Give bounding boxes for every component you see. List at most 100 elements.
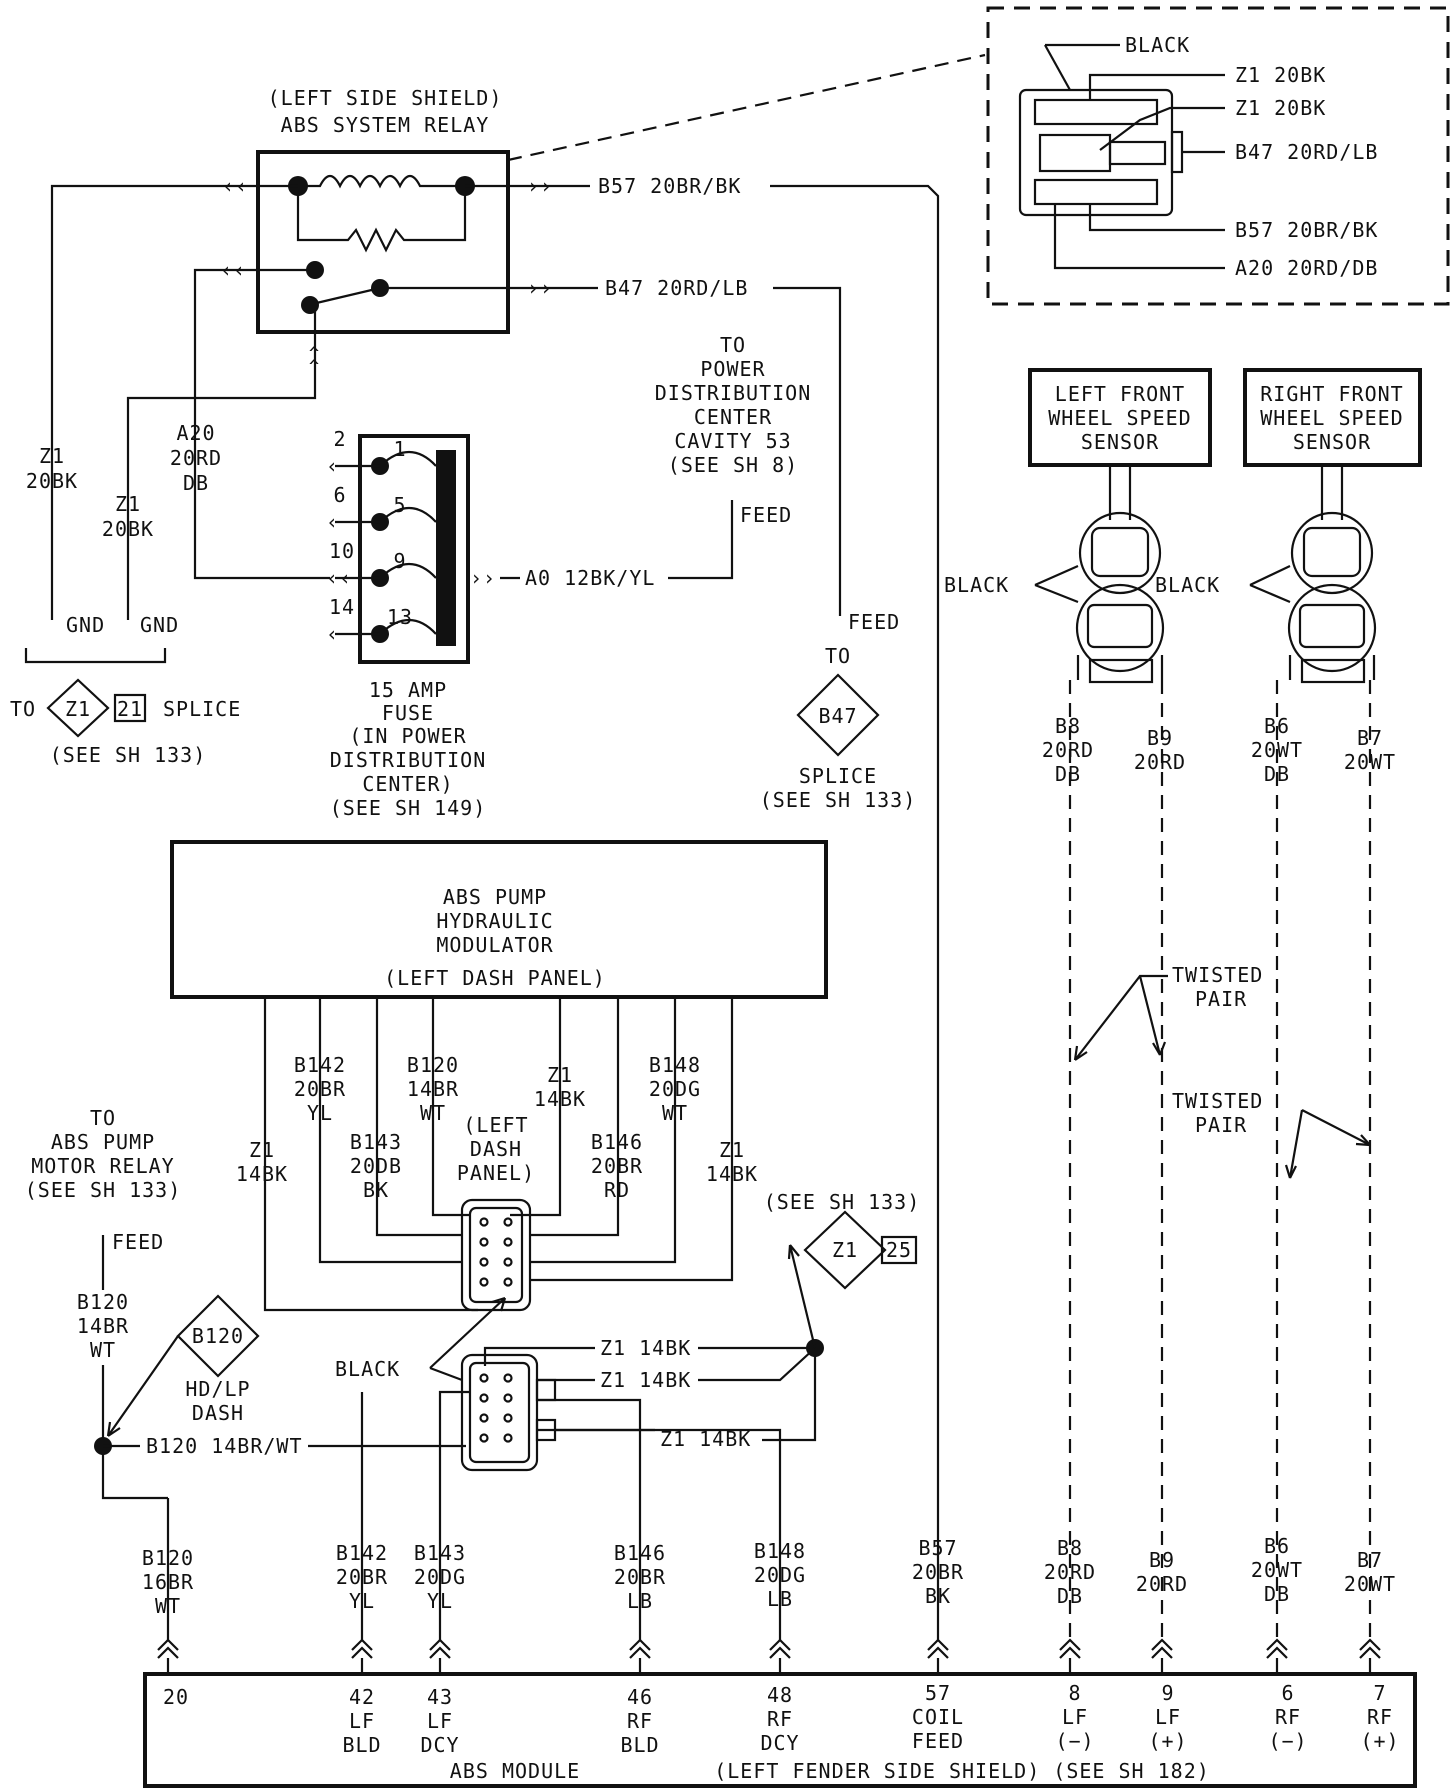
lf-sensor-line3: SENSOR xyxy=(1081,430,1159,454)
lower-b120-1: B120 xyxy=(77,1290,129,1314)
mod-b120-2: 14BR xyxy=(407,1077,459,1101)
fuse-caption-1: 15 AMP xyxy=(369,678,447,702)
b7-upper-1: B7 xyxy=(1357,726,1383,750)
fuse-pin-13: 13 xyxy=(387,605,413,629)
mod-b148-1: B148 xyxy=(649,1053,701,1077)
splice-b120-diamond xyxy=(176,1294,260,1378)
fuse-caption-4: DISTRIBUTION xyxy=(330,748,487,772)
hdlp-2: DASH xyxy=(192,1401,244,1425)
mw-b6-1: B6 xyxy=(1264,1534,1290,1558)
mw-b57-3: BK xyxy=(925,1584,951,1608)
mw-b146-2: 20BR xyxy=(614,1565,666,1589)
splice-z1-25-id: Z1 xyxy=(832,1238,858,1262)
connector-detail-box xyxy=(986,6,1450,306)
twisted-pair-2-line2: PAIR xyxy=(1195,1113,1247,1137)
lower-b120-horizontal: B120 14BR/WT xyxy=(146,1434,303,1458)
b47-to-label: TO xyxy=(825,644,851,668)
mw-b7-2: 20WT xyxy=(1344,1572,1396,1596)
pin-57: 57 xyxy=(925,1681,951,1705)
mod-b148-3: WT xyxy=(662,1101,688,1125)
detail-z1-b: Z1 20BK xyxy=(1235,96,1326,120)
pin-57-2: COIL xyxy=(912,1705,964,1729)
wire-a20-2: 20RD xyxy=(170,446,222,470)
mw-b6-3: DB xyxy=(1264,1582,1290,1606)
mw-b146-3: LB xyxy=(627,1589,653,1613)
mod-b142-3: YL xyxy=(307,1101,333,1125)
pin-20: 20 xyxy=(163,1685,189,1709)
pin-57-3: FEED xyxy=(912,1729,964,1753)
pin-43: 43 xyxy=(427,1685,453,1709)
mod-z1-mid-1: Z1 xyxy=(547,1063,573,1087)
mod-z1-right-2: 14BK xyxy=(706,1162,758,1186)
pdc-ref-3: DISTRIBUTION xyxy=(655,381,812,405)
svg-text:‹: ‹ xyxy=(326,454,339,478)
mod-b142-2: 20BR xyxy=(294,1077,346,1101)
pin-6-3: (−) xyxy=(1268,1729,1307,1753)
lower-b120-2: 14BR xyxy=(77,1314,129,1338)
splice-b47-diamond xyxy=(796,673,880,757)
mod-b120-3: WT xyxy=(420,1101,446,1125)
module-terminal-marks xyxy=(157,1638,1381,1674)
pin-9-3: (+) xyxy=(1148,1729,1187,1753)
mod-left-dash-2: DASH xyxy=(470,1137,522,1161)
b47-feed-label: FEED xyxy=(848,610,900,634)
fuse-pin-14: 14 xyxy=(329,595,355,619)
pump-relay-ref-3: MOTOR RELAY xyxy=(31,1154,174,1178)
gnd-label-1: GND xyxy=(66,613,105,637)
b7-upper-2: 20WT xyxy=(1344,750,1396,774)
splice-b47-id: B47 xyxy=(818,704,857,728)
rf-sensor-line2: WHEEL SPEED xyxy=(1260,406,1403,430)
lower-z1-2: Z1 14BK xyxy=(600,1368,691,1392)
lower-b120-3: WT xyxy=(90,1338,116,1362)
pin-43-2: LF xyxy=(427,1709,453,1733)
wire-a0: A0 12BK/YL xyxy=(525,566,655,590)
modulator-line4: (LEFT DASH PANEL) xyxy=(384,966,606,990)
twisted-pair-2-line1: TWISTED xyxy=(1172,1089,1263,1113)
mw-b146-1: B146 xyxy=(614,1541,666,1565)
abs-system-relay xyxy=(256,150,510,334)
mw-b148-3: LB xyxy=(767,1587,793,1611)
splice-z1-25-num: 25 xyxy=(886,1238,912,1262)
pin-42: 42 xyxy=(349,1685,375,1709)
relay-switch-icon xyxy=(198,268,540,340)
fuse-caption-2: FUSE xyxy=(382,701,434,725)
detail-black: BLACK xyxy=(1125,33,1190,57)
mw-b120-2: 16BR xyxy=(142,1570,194,1594)
pin-42-3: BLD xyxy=(342,1733,381,1757)
mw-b9-1: B9 xyxy=(1149,1548,1175,1572)
pdc-ref-2: POWER xyxy=(700,357,765,381)
pdc-ref-5: CAVITY 53 xyxy=(674,429,791,453)
modulator-line3: MODULATOR xyxy=(436,933,553,957)
module-name: ABS MODULE xyxy=(450,1759,580,1783)
lower-z1-1: Z1 14BK xyxy=(600,1336,691,1360)
mw-b143-1: B143 xyxy=(414,1541,466,1565)
mw-b8-3: DB xyxy=(1057,1584,1083,1608)
pin-43-3: DCY xyxy=(420,1733,459,1757)
mw-b142-3: YL xyxy=(349,1589,375,1613)
fuse-pin-6: 6 xyxy=(333,483,346,507)
pin-9: 9 xyxy=(1161,1681,1174,1705)
mw-b143-2: 20DG xyxy=(414,1565,466,1589)
b8-upper-1: B8 xyxy=(1055,714,1081,738)
splice-b47-label: SPLICE xyxy=(799,764,877,788)
wire-z1-second-2: 20BK xyxy=(102,517,154,541)
relay-connector-icon xyxy=(1018,88,1184,217)
svg-text:‹: ‹ xyxy=(326,622,339,646)
splice-b47-ref: (SEE SH 133) xyxy=(760,788,917,812)
modulator-connector-icon xyxy=(460,1198,532,1312)
fuse-pin-5: 5 xyxy=(393,493,406,517)
lf-sensor-connector-icon xyxy=(1075,465,1165,684)
mod-z1-right-1: Z1 xyxy=(719,1138,745,1162)
fuse-bus-bar xyxy=(436,450,456,646)
wire-z1-second-1: Z1 xyxy=(115,492,141,516)
mod-z1-left-1: Z1 xyxy=(249,1138,275,1162)
fuse-block xyxy=(358,434,470,664)
lf-sensor-line1: LEFT FRONT xyxy=(1055,382,1185,406)
splice-z1-num: 21 xyxy=(117,697,143,721)
splice-z1-25-diamond xyxy=(803,1210,887,1290)
splice-z1-ref: (SEE SH 133) xyxy=(50,743,207,767)
mw-b57-1: B57 xyxy=(918,1536,957,1560)
mod-b143-1: B143 xyxy=(350,1130,402,1154)
mod-b146-2: 20BR xyxy=(591,1154,643,1178)
mod-left-dash-1: (LEFT xyxy=(463,1113,528,1137)
